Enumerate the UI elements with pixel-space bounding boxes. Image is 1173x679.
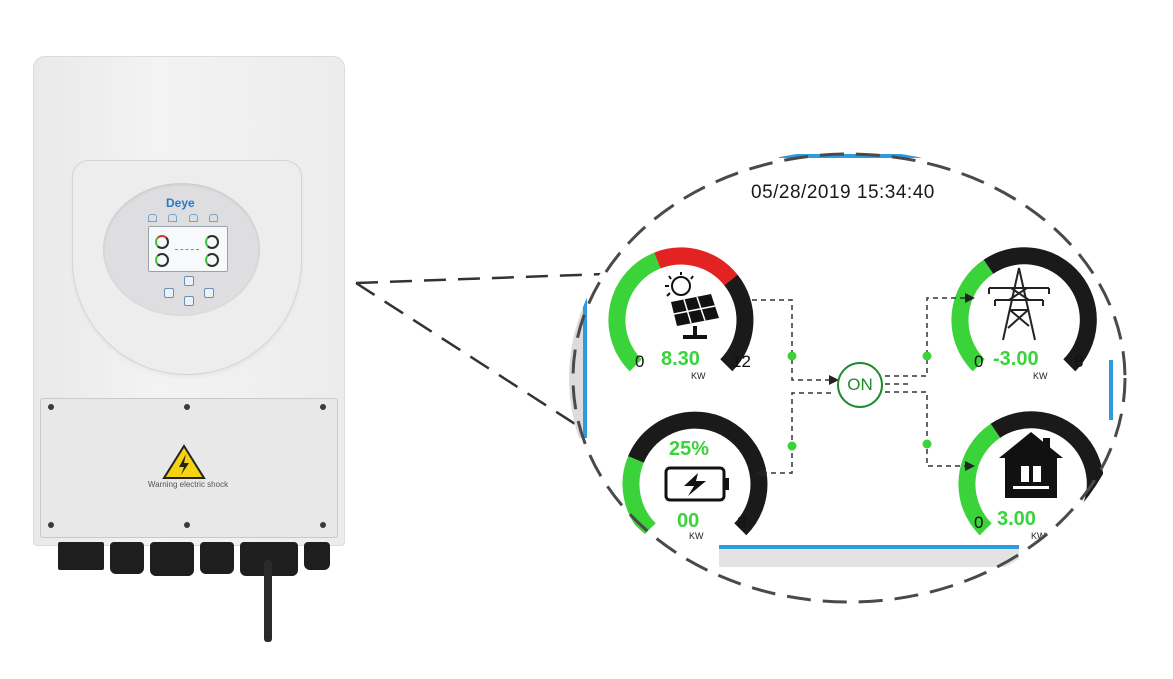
- flow-dot: [922, 351, 932, 361]
- battery-gauge-max-label: 8: [737, 513, 747, 532]
- key-up-button[interactable]: [184, 276, 194, 286]
- inverter-to-battery-line: [762, 392, 831, 474]
- cable-gland: [110, 542, 144, 574]
- load-power-value: 3.00: [997, 508, 1036, 530]
- screw: [320, 522, 326, 528]
- load-gauge-min-label: 0: [974, 513, 984, 532]
- warning-triangle-icon: [162, 444, 206, 479]
- inverter-keypad: [160, 276, 216, 306]
- solar-panel-icon: [665, 272, 719, 339]
- mini-flow-line: [175, 249, 199, 251]
- flow-dot: [787, 441, 797, 451]
- power-cable: [264, 560, 272, 642]
- screw: [184, 404, 190, 410]
- brand-logo: Deye: [166, 196, 195, 210]
- magnified-lcd-screen: 05/28/2019 15:34:40: [569, 150, 1129, 606]
- mini-gauge: [205, 235, 219, 249]
- screw: [48, 404, 54, 410]
- screw: [320, 404, 326, 410]
- house-icon: [999, 432, 1063, 498]
- battery-icon: [664, 466, 729, 502]
- flow-dot: [787, 351, 797, 361]
- status-indicator-row: [148, 214, 218, 222]
- grid-power-value: -3.00: [993, 348, 1039, 370]
- indicator-light: [208, 214, 218, 222]
- pv-power-unit: KW: [691, 371, 706, 381]
- mini-gauge: [155, 253, 169, 267]
- cable-gland: [200, 542, 234, 574]
- pv-gauge-max-label: 12: [732, 352, 751, 371]
- wiring-cover: [40, 398, 338, 538]
- battery-power-unit: KW: [689, 531, 704, 541]
- battery-gauge-active-arc: [622, 456, 656, 536]
- screw: [184, 522, 190, 528]
- flow-dot: [922, 439, 932, 449]
- load-power-unit: KW: [1031, 531, 1046, 541]
- mini-gauge: [155, 235, 169, 249]
- pv-power-value: 8.30: [661, 348, 700, 370]
- pv-to-inverter-line: [752, 299, 831, 381]
- key-esc-button[interactable]: [164, 288, 174, 298]
- key-down-button[interactable]: [184, 296, 194, 306]
- grid-gauge-min-label: 0: [974, 352, 984, 371]
- cable-gland: [304, 542, 330, 570]
- key-enter-button[interactable]: [204, 288, 214, 298]
- grid-power-unit: KW: [1033, 371, 1048, 381]
- inverter-unit: Deye Warning electric shock: [0, 0, 380, 679]
- indicator-light: [148, 214, 157, 222]
- inverter-status-badge: ON: [837, 362, 883, 408]
- pv-gauge-min-label: 0: [635, 352, 645, 371]
- connector-block: [58, 542, 104, 570]
- pv-gauge-active-arc: [608, 252, 661, 372]
- callout-line-bottom: [355, 281, 601, 442]
- mini-gauge: [205, 253, 219, 267]
- warning-label: Warning electric shock: [147, 480, 229, 489]
- screw: [48, 522, 54, 528]
- indicator-light: [168, 214, 178, 222]
- inverter-to-load-line: [885, 391, 967, 467]
- grid-gauge-max-label: 8: [1074, 352, 1084, 371]
- grid-gauge-active-arc: [951, 259, 994, 372]
- cable-gland: [150, 542, 194, 576]
- mini-lcd-screen: [148, 226, 228, 272]
- battery-soc-value: 25%: [669, 438, 710, 460]
- battery-power-value: 00: [677, 510, 700, 532]
- transmission-tower-icon: [988, 267, 1050, 341]
- indicator-light: [188, 214, 198, 222]
